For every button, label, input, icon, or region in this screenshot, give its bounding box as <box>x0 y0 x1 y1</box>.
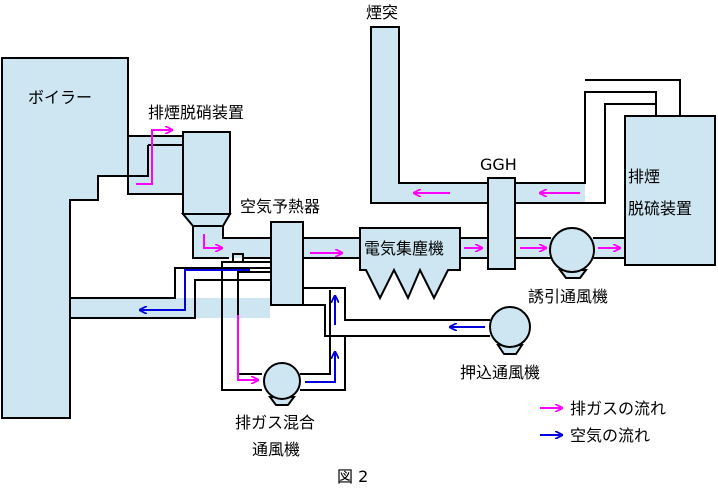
gas-mixing-fan-label-line2: 通風機 <box>252 440 300 459</box>
air-flow-arrows <box>140 269 485 383</box>
fgd-label-line2: 脱硫装置 <box>628 199 692 218</box>
fd-fan <box>489 306 531 355</box>
stack-label: 煙突 <box>366 3 398 22</box>
fgd-label-line1: 排煙 <box>628 167 660 186</box>
esp-label: 電気集塵機 <box>364 239 444 258</box>
legend-exhaust-label: 排ガスの流れ <box>570 399 666 418</box>
legend: 排ガスの流れ 空気の流れ <box>540 399 666 445</box>
esp-to-ggh-duct <box>460 237 488 259</box>
equipment-labels: ボイラー 排煙脱硝装置 煙突 GGH 排煙 脱硫装置 空気予熱器 電気集塵機 誘… <box>28 3 692 459</box>
denox-unit <box>182 131 231 215</box>
denox-label: 排煙脱硝装置 <box>148 103 244 122</box>
preheater-to-esp-duct <box>303 237 360 259</box>
ggh-to-fgd-duct <box>515 237 625 259</box>
fd-fan-label: 押込通風機 <box>460 363 540 382</box>
stack <box>370 26 489 204</box>
id-fan-label: 誘引通風機 <box>528 287 608 306</box>
fgd-unit <box>624 115 716 266</box>
id-fan <box>549 227 595 279</box>
legend-air-label: 空気の流れ <box>570 426 650 445</box>
figure-caption: 図 2 <box>337 467 368 486</box>
denox-hopper <box>180 213 232 227</box>
boiler <box>1 57 129 419</box>
denox-outlet-duct <box>192 226 271 259</box>
air-preheater <box>270 221 304 306</box>
fgd-to-ggh-duct <box>515 79 681 204</box>
ggh-unit <box>487 177 516 270</box>
boiler-outlet-duct <box>127 135 183 195</box>
gas-mixing-fan <box>263 362 301 406</box>
electrostatic-precipitator <box>359 227 461 301</box>
gas-mixing-fan-label-line1: 排ガス混合 <box>235 413 315 432</box>
boiler-label: ボイラー <box>28 88 92 107</box>
exhaust-flow-arrows <box>136 130 620 380</box>
air-preheater-label: 空気予熱器 <box>240 197 320 216</box>
ggh-label: GGH <box>480 155 517 174</box>
